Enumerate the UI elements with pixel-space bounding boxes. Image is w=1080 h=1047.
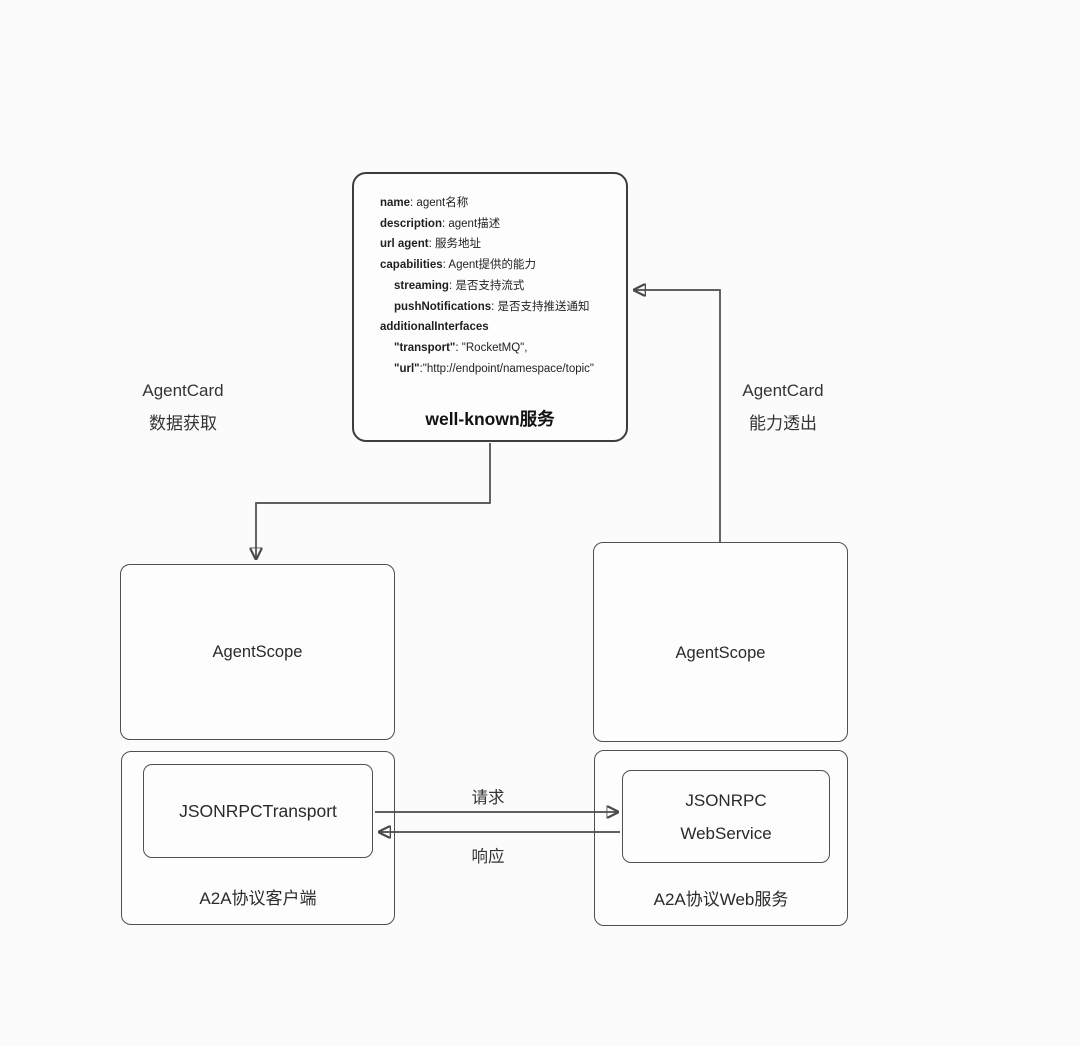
arrow-agentcard-fetch [256, 443, 491, 560]
label-agentcard-fetch: AgentCard 数据获取 [118, 375, 248, 440]
request-label: 请求 [471, 789, 505, 807]
field-value: : agent描述 [441, 217, 501, 230]
field-value: :"http://endpoint/namespace/topic" [419, 362, 594, 375]
field-key: name [380, 197, 411, 209]
agentscope-server-label: AgentScope [675, 643, 766, 662]
jsonrpc-transport-label: JSONRPCTransport [179, 800, 337, 821]
field-key: capabilities [380, 259, 443, 272]
arrow-agentcard-expose [633, 290, 721, 542]
field-key: "transport" [394, 341, 456, 354]
a2a-web-service-label: A2A协议Web服务 [653, 890, 789, 909]
field-key: description [380, 217, 442, 230]
field-key: streaming [394, 279, 449, 292]
label-agentcard-expose-line1: AgentCard [742, 381, 824, 400]
jsonrpc-transport-box: JSONRPCTransport [143, 764, 373, 858]
label-agentcard-fetch-line1: AgentCard [142, 381, 224, 400]
field-url: "url":"http://endpoint/namespace/topic" [380, 359, 614, 380]
jsonrpc-webservice-box: JSONRPC WebService [622, 770, 830, 863]
well-known-service-title: well-known服务 [425, 409, 555, 429]
field-streaming: streaming: 是否支持流式 [380, 276, 614, 297]
field-name: name: agent名称 [380, 193, 614, 214]
field-value: : agent名称 [410, 197, 469, 209]
field-value: : 服务地址 [428, 238, 481, 251]
field-key: pushNotifications [394, 300, 492, 313]
field-value: : 是否支持推送通知 [491, 300, 590, 313]
jsonrpc-webservice-label-line1: JSONRPC [685, 790, 767, 810]
field-transport: "transport": "RocketMQ", [380, 338, 614, 359]
field-key: "url" [394, 362, 420, 375]
agentcard-field-list: name: agent名称 description: agent描述 url a… [354, 174, 626, 379]
jsonrpc-webservice-label-line2: WebService [680, 823, 772, 843]
field-description: description: agent描述 [380, 214, 614, 235]
a2a-client-label: A2A协议客户端 [199, 889, 317, 908]
agentscope-client-label: AgentScope [212, 642, 303, 661]
agentscope-client-box: AgentScope [120, 564, 395, 740]
label-agentcard-fetch-line2: 数据获取 [149, 413, 217, 433]
field-url-agent: url agent: 服务地址 [380, 234, 614, 255]
field-capabilities: capabilities: Agent提供的能力 [380, 255, 614, 276]
field-value: : Agent提供的能力 [442, 259, 536, 272]
field-key: additionalInterfaces [380, 321, 489, 334]
well-known-service-box: name: agent名称 description: agent描述 url a… [352, 172, 628, 442]
response-label: 响应 [471, 848, 505, 866]
field-value: : "RocketMQ", [455, 341, 528, 354]
field-key: url agent [380, 238, 429, 251]
field-additional-interfaces: additionalInterfaces [380, 317, 614, 338]
label-agentcard-expose-line2: 能力透出 [749, 413, 817, 433]
field-value: : 是否支持流式 [448, 279, 525, 292]
agentscope-server-box: AgentScope [593, 542, 848, 742]
field-push-notifications: pushNotifications: 是否支持推送通知 [380, 297, 614, 318]
label-agentcard-expose: AgentCard 能力透出 [718, 375, 848, 440]
